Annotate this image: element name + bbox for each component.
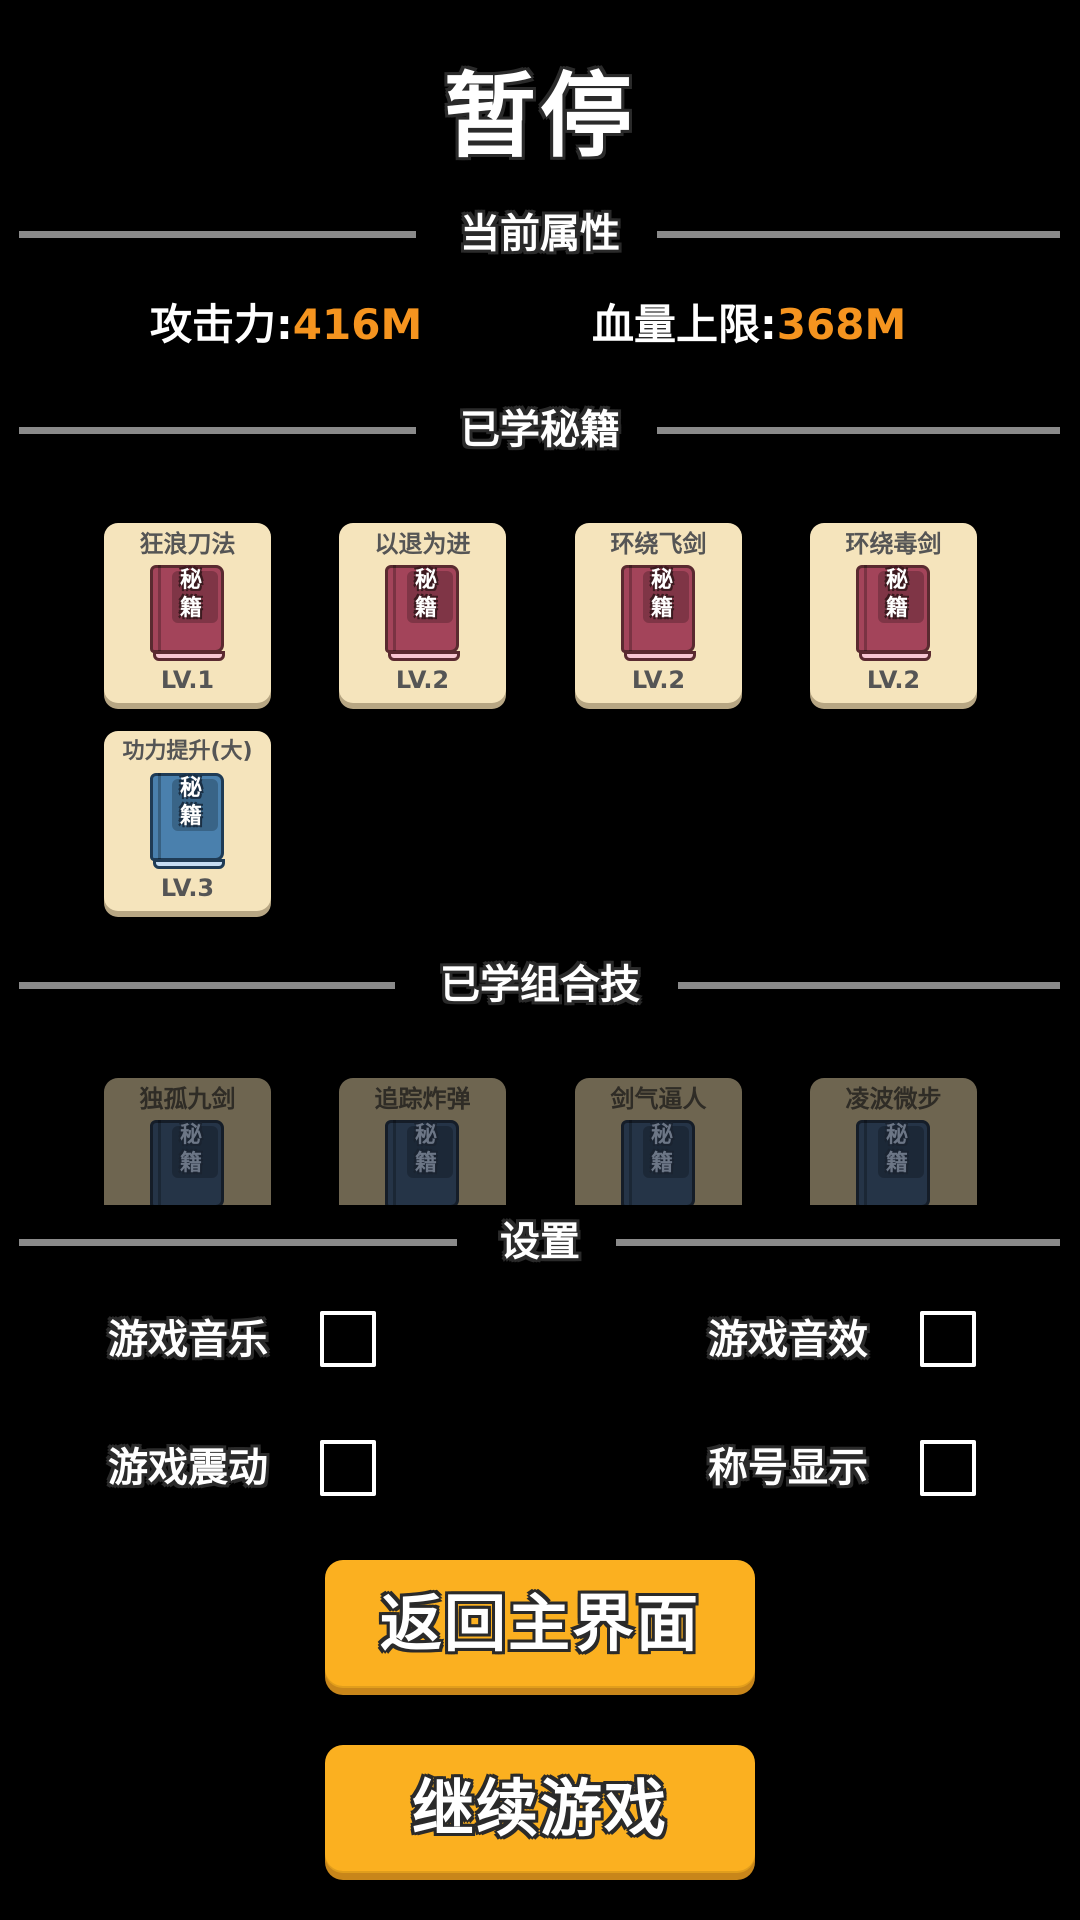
book-name: 功力提升(大) xyxy=(122,739,253,764)
divider-line xyxy=(19,427,416,434)
book-glyph: 籍 xyxy=(650,1151,673,1176)
sfx-checkbox[interactable] xyxy=(920,1311,976,1367)
book-glyph: 籍 xyxy=(885,1151,908,1176)
combo-name: 剑气逼人 xyxy=(610,1085,707,1113)
book-level: LV.2 xyxy=(866,666,921,694)
book-card[interactable]: 狂浪刀法 秘籍 LV.1 xyxy=(104,523,271,703)
book-glyph: 秘 xyxy=(414,1123,437,1148)
divider-line xyxy=(19,982,395,989)
section-title-combos: 已学组合技 xyxy=(440,962,640,1008)
return-main-menu-label: 返回主界面 xyxy=(379,1587,700,1660)
vibration-setting-label: 游戏震动 xyxy=(108,1445,268,1491)
music-setting-label: 游戏音乐 xyxy=(108,1317,268,1363)
divider-line xyxy=(19,1239,457,1246)
divider-line xyxy=(678,982,1060,989)
hp-value: 368M xyxy=(776,300,907,349)
attack-label: 攻击力: xyxy=(150,300,293,349)
book-glyph: 秘 xyxy=(885,1123,908,1148)
book-glyph: 秘 xyxy=(179,776,202,801)
book-glyph: 籍 xyxy=(179,596,202,621)
book-level: LV.2 xyxy=(631,666,686,694)
combo-book-icon: 秘籍 xyxy=(150,1120,226,1205)
vibration-checkbox[interactable] xyxy=(320,1440,376,1496)
combo-card[interactable]: 剑气逼人 秘籍 xyxy=(575,1078,742,1205)
music-checkbox[interactable] xyxy=(320,1311,376,1367)
return-main-menu-button[interactable]: 返回主界面 xyxy=(325,1560,755,1688)
book-card[interactable]: 以退为进 秘籍 LV.2 xyxy=(339,523,506,703)
book-glyph: 籍 xyxy=(179,804,202,829)
book-glyph: 秘 xyxy=(885,568,908,593)
divider-line xyxy=(19,231,416,238)
divider-line xyxy=(657,231,1060,238)
hp-label: 血量上限: xyxy=(592,300,777,349)
book-card[interactable]: 环绕毒剑 秘籍 LV.2 xyxy=(810,523,977,703)
section-divider-combos: 已学组合技 xyxy=(0,955,1080,1015)
book-level: LV.2 xyxy=(395,666,450,694)
book-glyph: 秘 xyxy=(650,568,673,593)
page-title: 暂停 xyxy=(443,63,636,170)
title-display-setting-label: 称号显示 xyxy=(708,1445,868,1491)
book-glyph: 秘 xyxy=(179,1123,202,1148)
divider-line xyxy=(657,427,1060,434)
attack-stat: 攻击力:416M xyxy=(150,295,422,355)
hp-stat: 血量上限:368M xyxy=(592,295,906,355)
book-glyph: 籍 xyxy=(650,596,673,621)
book-level: LV.3 xyxy=(160,874,215,902)
book-glyph: 秘 xyxy=(179,568,202,593)
combo-list[interactable]: 独孤九剑 秘籍 追踪炸弹 秘籍 剑气逼人 秘籍 凌波微步 秘籍 xyxy=(0,1075,1080,1205)
book-glyph: 籍 xyxy=(414,596,437,621)
book-glyph: 秘 xyxy=(650,1123,673,1148)
book-card[interactable]: 环绕飞剑 秘籍 LV.2 xyxy=(575,523,742,703)
attack-value: 416M xyxy=(292,300,423,349)
combo-card[interactable]: 凌波微步 秘籍 xyxy=(810,1078,977,1205)
combo-name: 凌波微步 xyxy=(845,1085,942,1113)
combo-card[interactable]: 独孤九剑 秘籍 xyxy=(104,1078,271,1205)
book-icon: 秘籍 xyxy=(150,565,226,661)
combo-book-icon: 秘籍 xyxy=(621,1120,697,1205)
section-divider-attributes: 当前属性 xyxy=(0,204,1080,264)
combo-card[interactable]: 追踪炸弹 秘籍 xyxy=(339,1078,506,1205)
book-icon: 秘籍 xyxy=(150,773,226,869)
book-glyph: 籍 xyxy=(179,1151,202,1176)
book-icon: 秘籍 xyxy=(621,565,697,661)
divider-line xyxy=(616,1239,1060,1246)
book-glyph: 籍 xyxy=(414,1151,437,1176)
section-divider-settings: 设置 xyxy=(0,1212,1080,1272)
book-name: 环绕飞剑 xyxy=(610,530,707,558)
combo-book-icon: 秘籍 xyxy=(856,1120,932,1205)
book-icon: 秘籍 xyxy=(385,565,461,661)
book-name: 狂浪刀法 xyxy=(139,530,236,558)
continue-game-label: 继续游戏 xyxy=(411,1772,668,1845)
book-icon: 秘籍 xyxy=(856,565,932,661)
section-divider-books: 已学秘籍 xyxy=(0,400,1080,460)
book-name: 以退为进 xyxy=(374,530,471,558)
continue-game-button[interactable]: 继续游戏 xyxy=(325,1745,755,1873)
book-card[interactable]: 功力提升(大) 秘籍 LV.3 xyxy=(104,731,271,911)
title-display-checkbox[interactable] xyxy=(920,1440,976,1496)
section-title-settings: 设置 xyxy=(500,1219,580,1265)
combo-name: 独孤九剑 xyxy=(139,1085,236,1113)
sfx-setting-label: 游戏音效 xyxy=(708,1317,868,1363)
combo-name: 追踪炸弹 xyxy=(374,1085,471,1113)
combo-book-icon: 秘籍 xyxy=(385,1120,461,1205)
book-name: 环绕毒剑 xyxy=(845,530,942,558)
book-glyph: 籍 xyxy=(885,596,908,621)
book-glyph: 秘 xyxy=(414,568,437,593)
book-level: LV.1 xyxy=(160,666,215,694)
section-title-books: 已学秘籍 xyxy=(460,407,620,453)
section-title-attributes: 当前属性 xyxy=(460,211,620,257)
